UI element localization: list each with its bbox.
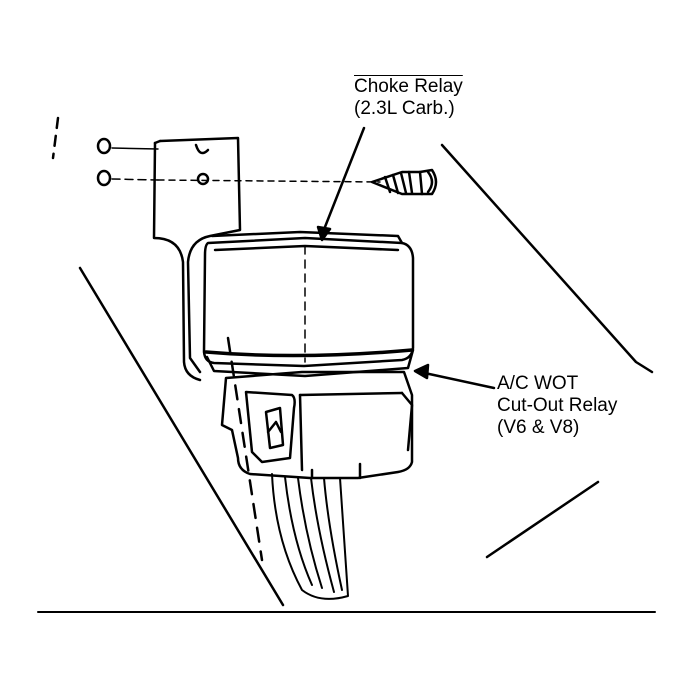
choke-relay-subtitle: (2.3L Carb.) xyxy=(354,98,455,119)
panel-edges xyxy=(51,116,654,607)
relay-body xyxy=(202,230,415,378)
ac-relay-line-3: (V6 & V8) xyxy=(497,417,580,438)
wire-harness xyxy=(271,473,349,600)
mounting-holes xyxy=(96,137,159,187)
relay-connector xyxy=(220,370,414,480)
callout-leaders xyxy=(316,126,496,390)
ac-wot-relay-callout: A/C WOT Cut-Out Relay (V6 & V8) xyxy=(497,373,617,439)
choke-relay-arrowhead xyxy=(316,225,332,242)
mounting-bracket xyxy=(152,136,381,382)
ac-relay-line-2: Cut-Out Relay xyxy=(497,395,618,416)
ac-relay-leader xyxy=(418,370,496,390)
ac-relay-arrowhead xyxy=(413,363,430,380)
choke-relay-callout: Choke Relay (2.3L Carb.) xyxy=(354,76,463,120)
screw xyxy=(370,168,438,196)
choke-relay-title: Choke Relay xyxy=(354,76,463,97)
ac-relay-line-1: A/C WOT xyxy=(497,373,579,394)
choke-relay-leader xyxy=(321,126,366,234)
